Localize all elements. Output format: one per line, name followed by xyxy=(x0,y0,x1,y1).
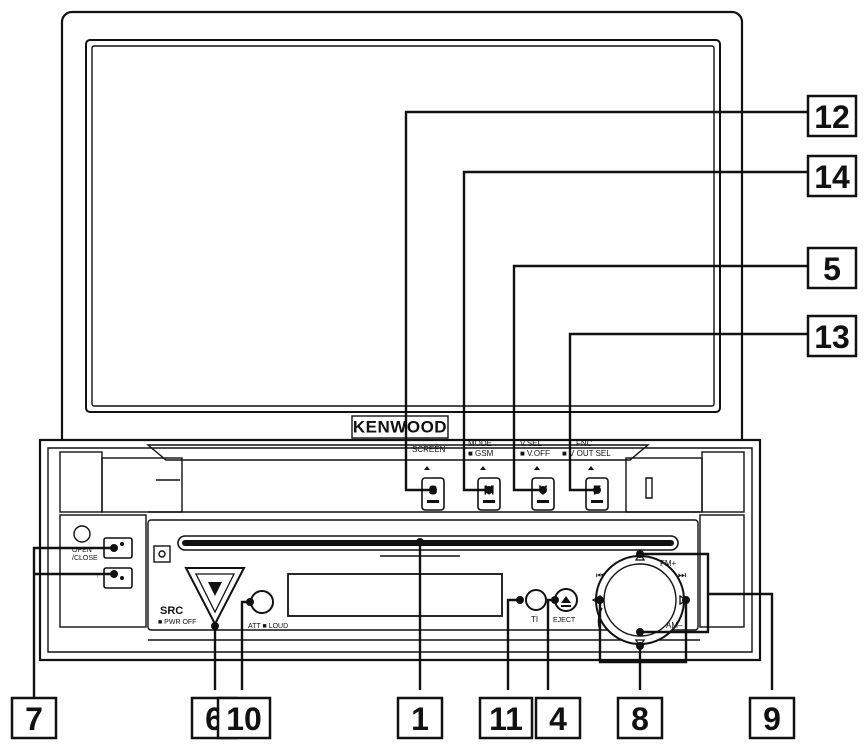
att-button[interactable] xyxy=(250,590,274,614)
brand-plate xyxy=(351,415,449,439)
callout-11: 11 xyxy=(478,696,534,740)
callout-9: 9 xyxy=(748,696,796,740)
att-loud-label: ATT ■ LOUD xyxy=(248,623,288,630)
top-key-labels: SCREEN MODE ■ GSM V.SEL ■ V.OFF FNC ■ V … xyxy=(412,439,611,458)
callout-10-text: 10 xyxy=(226,701,262,737)
ti-button[interactable] xyxy=(525,589,547,611)
callout-11-text: 11 xyxy=(489,701,523,737)
eject-icon xyxy=(561,596,571,603)
open-close-button-down[interactable] xyxy=(103,567,133,589)
monitor: KENWOOD xyxy=(60,10,744,450)
pwroff-label: ■ PWR OFF xyxy=(158,619,196,626)
callout-7: 7 xyxy=(10,696,58,740)
callout-12-text: 12 xyxy=(814,99,850,135)
vsel-label: V.SEL xyxy=(520,439,542,448)
callout-9-text: 9 xyxy=(763,701,781,737)
screen-label: SCREEN xyxy=(412,445,446,454)
leader-lines xyxy=(32,110,808,700)
mode-label: MODE xyxy=(468,439,492,448)
display-window xyxy=(287,573,503,617)
callout-7-text: 7 xyxy=(25,701,43,737)
brand-logo: KENWOOD xyxy=(353,418,447,437)
callout-8-text: 8 xyxy=(631,701,649,737)
voutsel-label: ■ V OUT SEL xyxy=(562,449,611,458)
next-track-icon: ⏭ xyxy=(678,570,686,580)
callout-1-text: 1 xyxy=(411,701,429,737)
callout-13-text: 13 xyxy=(814,319,850,355)
callout-5: 5 xyxy=(806,246,858,290)
fnc-label: FNC xyxy=(576,439,593,448)
indicator-square xyxy=(153,545,171,563)
callout-14-text: 14 xyxy=(814,159,850,195)
callout-4: 4 xyxy=(534,696,582,740)
callout-13: 13 xyxy=(806,314,858,358)
ti-label: TI xyxy=(531,615,538,624)
prev-track-icon: ⏮ xyxy=(596,570,604,580)
callout-5-text: 5 xyxy=(823,251,841,287)
src-button[interactable] xyxy=(184,567,246,627)
svg-text:↑: ↑ xyxy=(96,573,100,580)
src-label: SRC xyxy=(160,605,183,617)
gsm-label: ■ GSM xyxy=(468,449,494,458)
open-label: OPEN xyxy=(72,547,92,554)
callout-10: 10 xyxy=(216,696,272,740)
disc-slot-panel xyxy=(147,519,699,631)
callout-1: 1 xyxy=(396,696,444,740)
monitor-screen xyxy=(85,39,721,413)
eject-label: EJECT xyxy=(553,617,576,624)
monitor-screen-inner xyxy=(91,45,715,407)
voff-label: ■ V.OFF xyxy=(520,449,550,458)
callout-8: 8 xyxy=(616,696,664,740)
am-minus-label: AM– xyxy=(666,621,683,630)
reset-button[interactable] xyxy=(73,525,91,543)
fm-plus-label: FM+ xyxy=(660,559,677,568)
callout-4-text: 4 xyxy=(549,701,567,737)
callout-12: 12 xyxy=(806,94,858,138)
close-label: /CLOSE xyxy=(72,555,98,562)
callout-14: 14 xyxy=(806,154,858,198)
